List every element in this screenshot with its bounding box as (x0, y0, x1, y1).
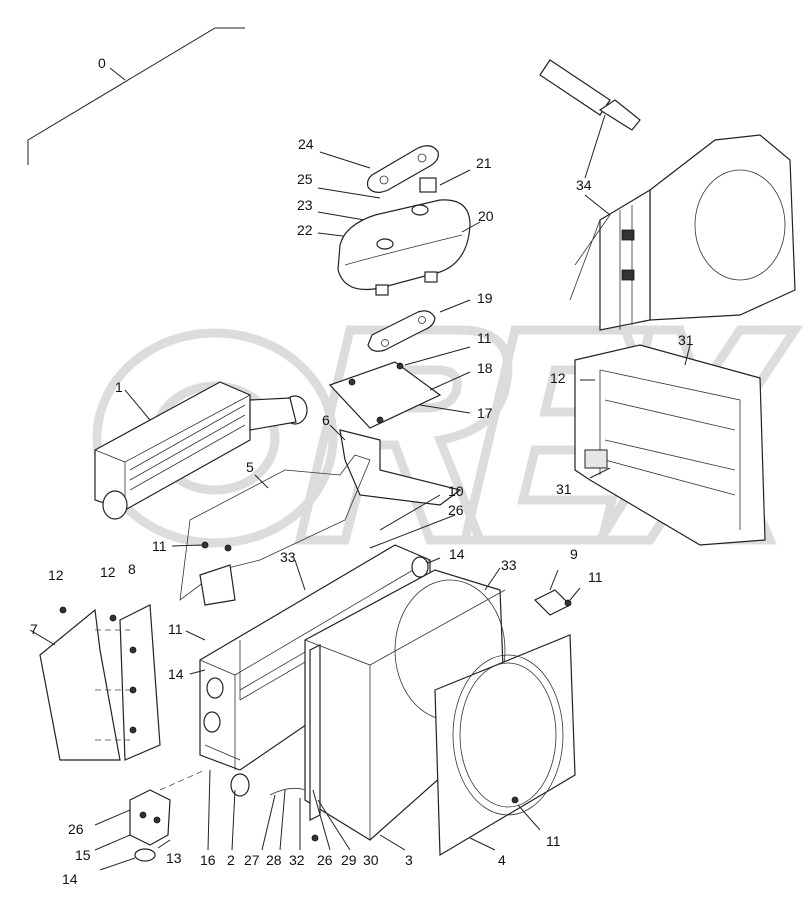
callout-20: 20 (478, 208, 494, 224)
part-assembly-top-right (569, 134, 796, 331)
callout-26: 26 (68, 821, 84, 837)
callout-24: 24 (298, 136, 314, 152)
callout-7: 7 (30, 621, 38, 637)
callout-16-leader (207, 769, 211, 851)
callout-34: 34 (576, 177, 592, 193)
callout-22: 22 (297, 222, 313, 238)
callout-5: 5 (246, 459, 254, 475)
part-assembly-31 (574, 344, 766, 546)
callout-1: 1 (115, 379, 123, 395)
callout-25: 25 (297, 171, 313, 187)
callout-25-leader (317, 187, 381, 199)
callout-6: 6 (322, 412, 330, 428)
callout-23: 23 (297, 197, 313, 213)
callout-12: 12 (100, 564, 116, 580)
callout-33a-leader (294, 559, 306, 591)
callout-19: 19 (477, 290, 493, 306)
callout-10: 10 (448, 483, 464, 499)
callout-31: 31 (678, 332, 694, 348)
part-18-bracket (328, 346, 471, 429)
callout-21: 21 (476, 155, 492, 171)
callout-17: 17 (477, 405, 493, 421)
callout-26: 26 (317, 852, 333, 868)
callout-3: 3 (405, 852, 413, 868)
callout-11: 11 (168, 621, 183, 637)
part-15-mount (94, 769, 206, 871)
part-7-side-plate (29, 606, 121, 761)
callout-33b-leader (484, 567, 501, 591)
part-19-plate (367, 299, 471, 352)
part-6-bracket (329, 424, 462, 506)
callout-26a-leader (369, 514, 456, 549)
callout-4: 4 (498, 852, 506, 868)
callout-11: 11 (152, 538, 167, 554)
callout-30: 30 (363, 852, 379, 868)
callout-14c-leader (427, 557, 441, 564)
callout-13: 13 (166, 850, 182, 866)
callout-11: 11 (546, 833, 561, 849)
callout-16: 16 (200, 852, 216, 868)
part-9-bracket (533, 569, 581, 616)
callout-12: 12 (48, 567, 64, 583)
part-30-pipe (261, 644, 351, 851)
callout-28: 28 (266, 852, 282, 868)
callout-labels: 0 24 21 25 23 20 22 34 19 11 31 12 18 1 … (30, 55, 694, 887)
part-34-sealant-tube (539, 59, 641, 179)
callout-27: 27 (244, 852, 260, 868)
part-5-shroud (171, 454, 371, 606)
callout-10-leader (379, 494, 441, 531)
callout-33: 33 (280, 549, 296, 565)
callout-0 (27, 27, 245, 165)
callout-9: 9 (570, 546, 578, 562)
callout-0: 0 (98, 55, 106, 71)
callout-14: 14 (62, 871, 78, 887)
callout-18: 18 (477, 360, 493, 376)
part-21-cap (419, 169, 471, 193)
part-24-plate (319, 145, 439, 193)
callout-15: 15 (75, 847, 91, 863)
callout-14: 14 (168, 666, 184, 682)
callout-8: 8 (128, 561, 136, 577)
callout-33: 33 (501, 557, 517, 573)
callout-2-leader (231, 789, 236, 851)
callout-31: 31 (556, 481, 572, 497)
callout-29: 29 (341, 852, 357, 868)
callout-12: 12 (550, 370, 566, 386)
callout-14: 14 (449, 546, 465, 562)
callout-11: 11 (477, 330, 492, 346)
callout-32: 32 (289, 852, 305, 868)
callout-14b-leader (189, 669, 206, 675)
part-20-expansion-tank (337, 199, 481, 296)
callout-2: 2 (227, 852, 235, 868)
callout-11: 11 (588, 569, 603, 585)
part-1-charge-air-cooler (94, 381, 308, 520)
part-4-fan-ring (434, 634, 576, 857)
part-8-plate (95, 604, 161, 761)
callout-26: 26 (448, 502, 464, 518)
callout-11d-leader (185, 630, 206, 641)
